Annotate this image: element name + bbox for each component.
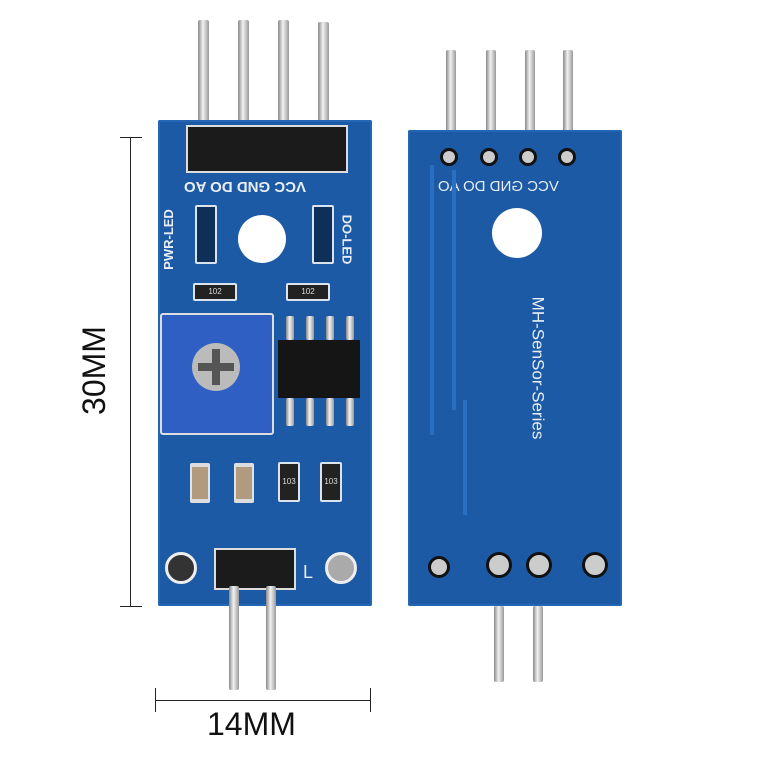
sensor-label: L (303, 562, 314, 582)
width-dimension-line (155, 700, 370, 701)
pwr-led-label: PWR-LED (160, 209, 176, 270)
capacitor (190, 463, 210, 503)
resistor: 103 (320, 462, 342, 502)
do-led (312, 205, 334, 264)
width-dimension-label: 14MM (207, 706, 296, 742)
resistor: 102 (286, 283, 330, 301)
capacitor (234, 463, 254, 503)
pin-header (186, 125, 348, 173)
resistor: 103 (278, 462, 300, 502)
header-pin (318, 22, 329, 140)
mounting-hole (238, 215, 286, 263)
back-pin-labels: VCC GND DO AO (438, 178, 559, 195)
photoresistor-hole (325, 552, 357, 584)
comparator-chip (278, 340, 360, 398)
mounting-hole (492, 208, 542, 258)
header-pin (238, 20, 249, 140)
height-dimension-line (130, 137, 131, 607)
resistor: 102 (193, 283, 237, 301)
height-dimension-label: 30MM (75, 326, 112, 415)
photoresistor-hole (165, 552, 197, 584)
do-led-label: DO-LED (339, 214, 355, 265)
sensor-header (214, 548, 296, 590)
adjust-screw-icon (192, 343, 240, 391)
front-pin-labels: VCC GND DO AO (184, 178, 306, 195)
back-pcb (408, 130, 622, 606)
sensor-pin (229, 586, 239, 690)
sensor-pin (266, 586, 276, 690)
header-pin (278, 20, 289, 140)
series-label: MH-SenSor-Series (528, 296, 548, 440)
pwr-led (195, 205, 217, 264)
potentiometer (160, 313, 274, 435)
header-pin (198, 20, 209, 140)
